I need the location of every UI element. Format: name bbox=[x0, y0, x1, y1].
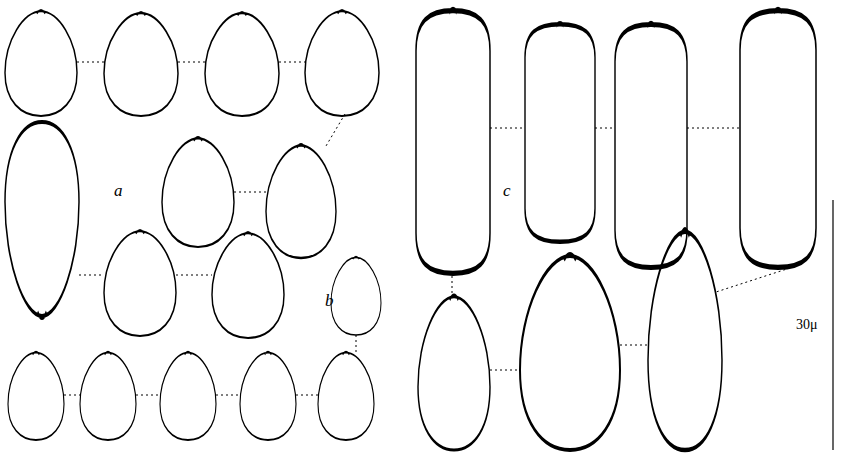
chain-links bbox=[64, 62, 790, 395]
figure-letter: c bbox=[503, 182, 511, 199]
figure-letter: a bbox=[114, 182, 123, 199]
scale-label: 30μ bbox=[796, 318, 818, 332]
grain-outlines bbox=[5, 9, 816, 450]
scale-bar bbox=[832, 200, 833, 450]
figure-letter: b bbox=[325, 292, 334, 309]
